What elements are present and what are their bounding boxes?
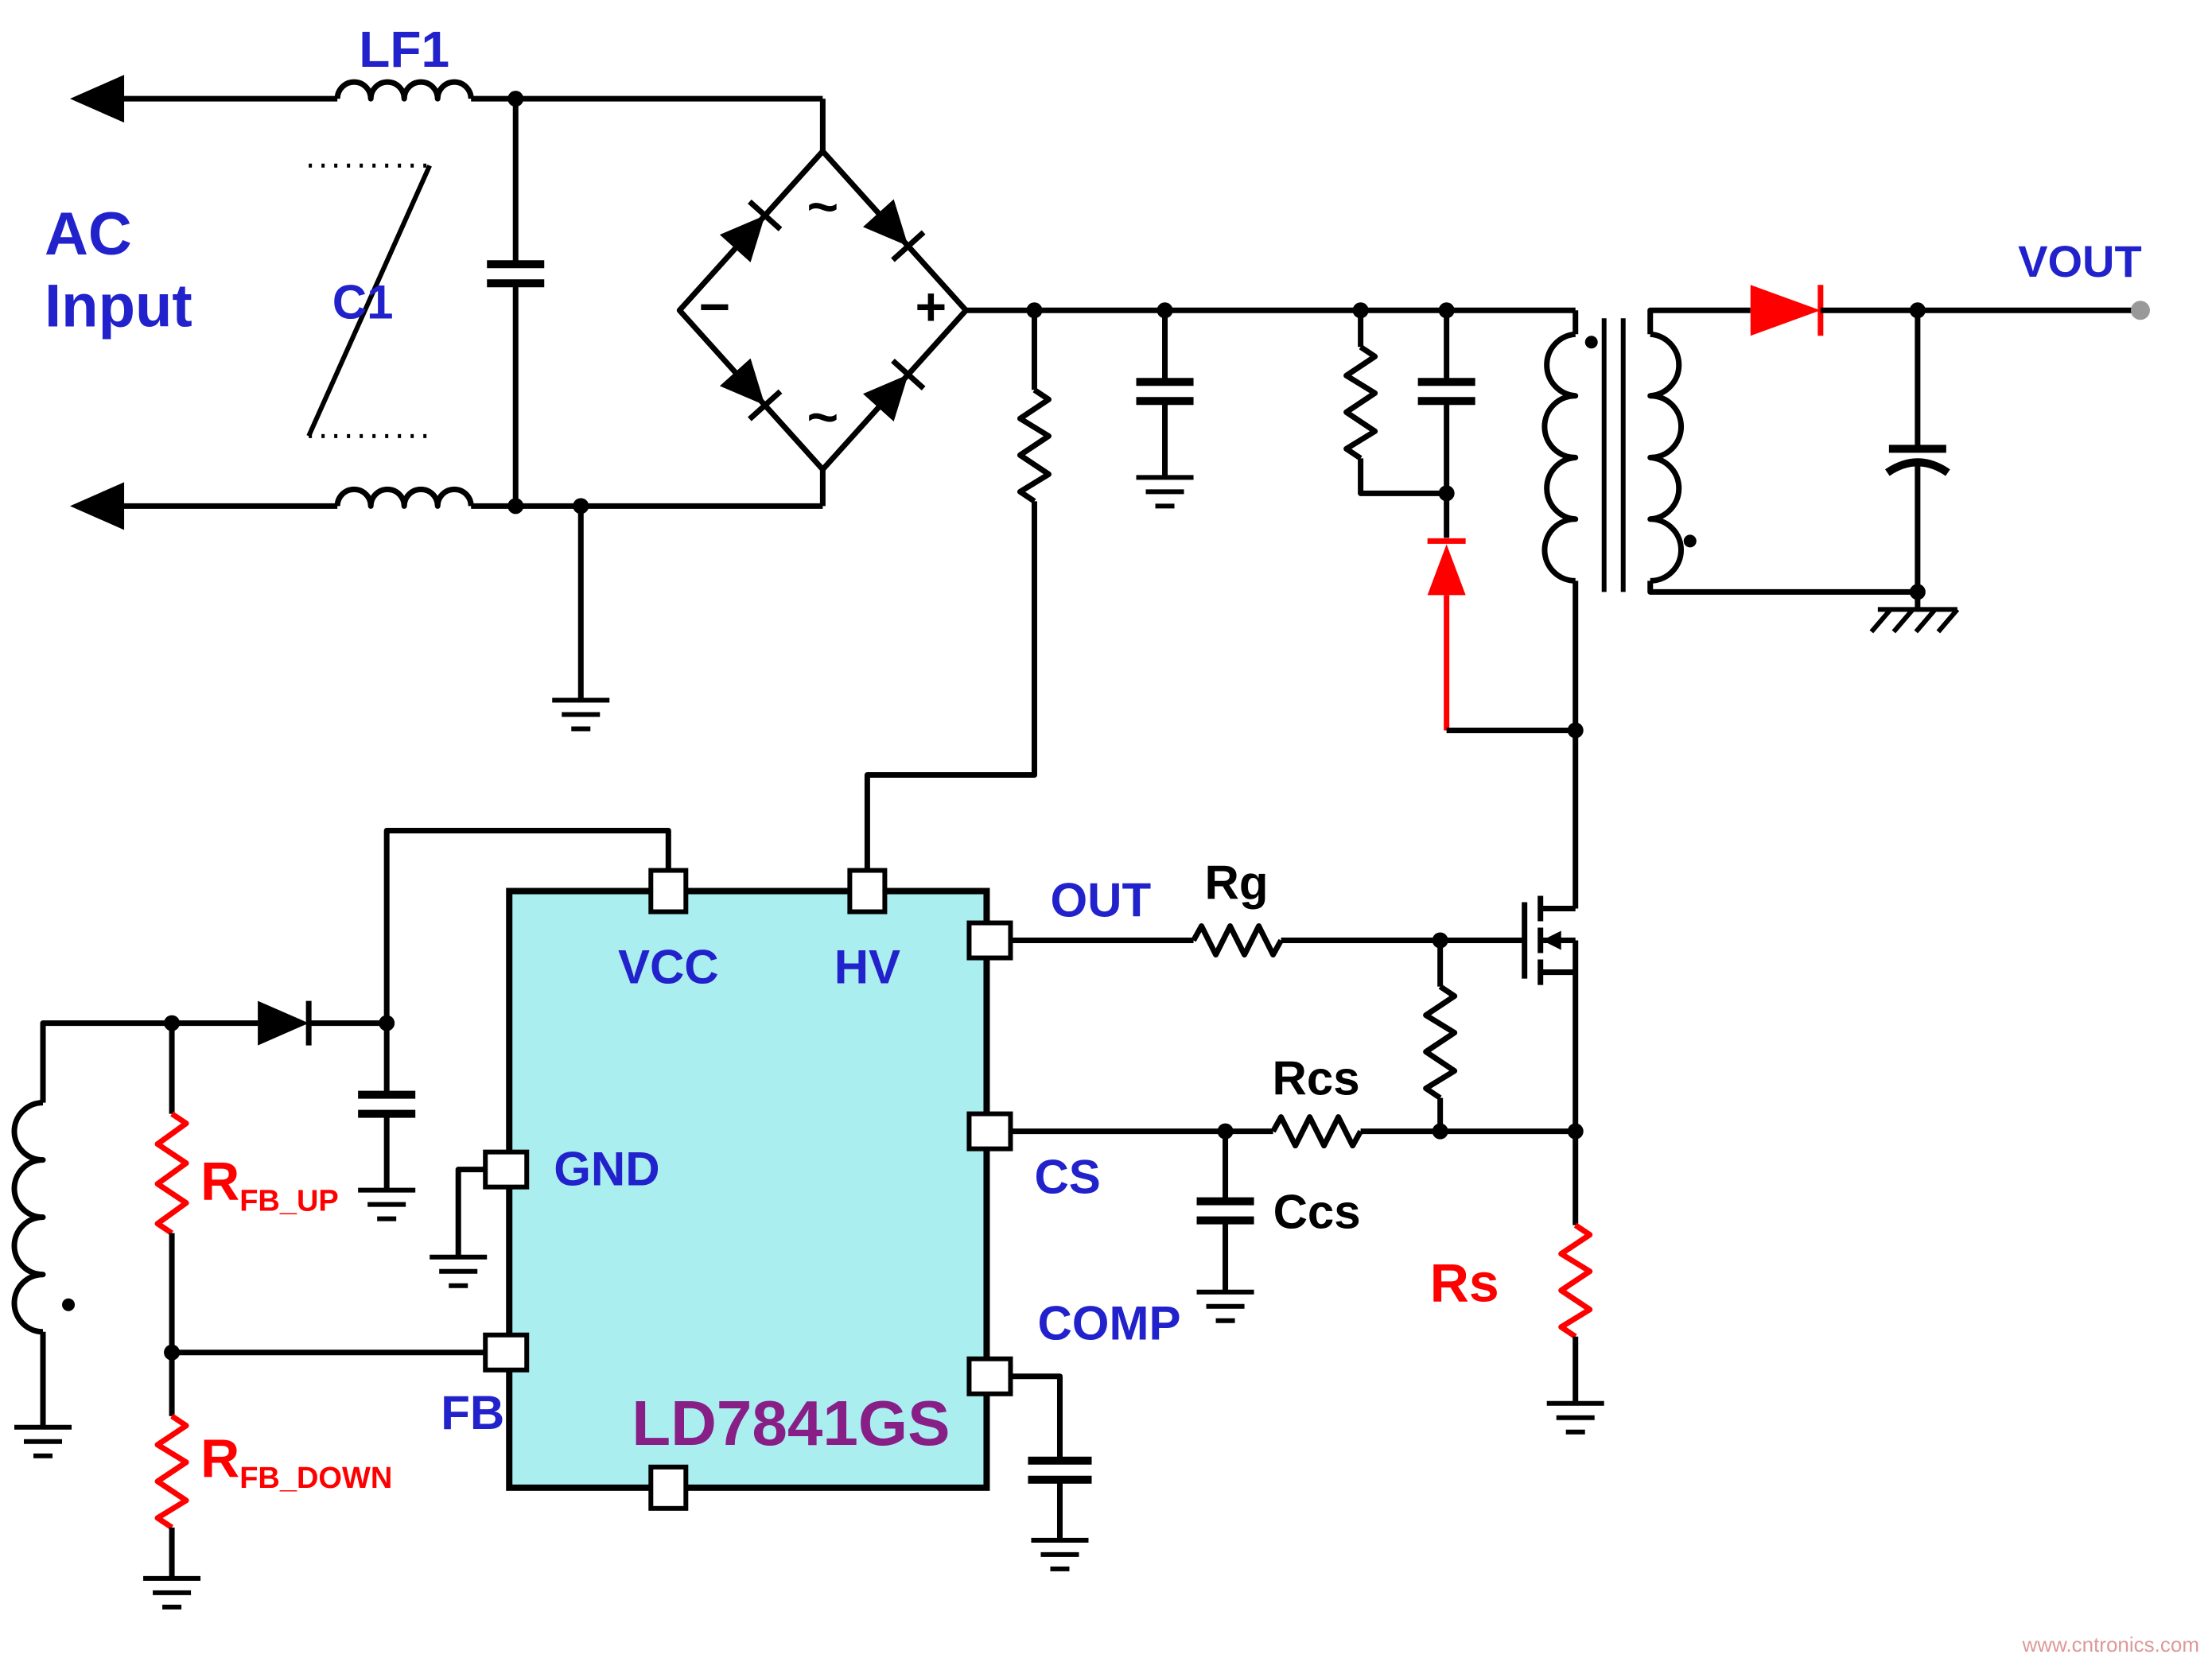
ground-symbol: [143, 1579, 200, 1607]
aux-polarity-dot: [62, 1298, 76, 1311]
primary-polarity-dot: [1584, 336, 1598, 349]
primary-ground-branch: [552, 498, 609, 728]
label-rfb-down: RFB_DOWN: [200, 1428, 392, 1495]
ground-symbol: [1137, 477, 1194, 506]
pin-comp: [966, 1356, 1013, 1396]
comp-capacitor: [1010, 1373, 1092, 1569]
mosfet-body-arrow-icon: [1541, 930, 1561, 950]
sense-resistor-rs: [1547, 1222, 1604, 1432]
label-rs: Rs: [1430, 1253, 1499, 1314]
ic-ground-branch: [430, 1167, 487, 1286]
pin-label-cs: CS: [1034, 1151, 1100, 1204]
bridge-ac-top-mark: ~: [807, 177, 839, 237]
label-ac: AC: [45, 200, 132, 268]
transformer-secondary-winding: [1647, 331, 1685, 584]
sense-filter-capacitor-ccs: [1196, 1197, 1254, 1225]
ground-symbol: [1031, 1540, 1088, 1569]
rcd-snubber-clamp: [1343, 310, 1584, 739]
output-rectifier-diode-red: [1750, 285, 1824, 336]
hv-startup-branch: [864, 310, 1052, 871]
label-rg: Rg: [1205, 856, 1269, 910]
transformer-primary-winding: [1541, 331, 1579, 584]
secondary-polarity-dot: [1683, 534, 1697, 548]
ac-arrow-top-icon: [70, 75, 125, 123]
pin-label-vcc: VCC: [618, 941, 719, 994]
bridge-minus-mark: −: [698, 277, 730, 337]
pin-label-hv: HV: [834, 941, 900, 994]
ground-symbol: [358, 1190, 415, 1219]
pin-label-out: OUT: [1050, 874, 1151, 927]
label-input: Input: [45, 272, 192, 340]
pin-cs: [966, 1111, 1013, 1151]
sense-filter-resistor-rcs: [1270, 1114, 1363, 1149]
pin-out: [966, 920, 1013, 961]
bus-filter-capacitor: [1137, 310, 1194, 506]
aux-vcc-supply: [11, 1000, 415, 1456]
ic-part-number: LD7841GS: [632, 1388, 950, 1458]
power-mosfet: [1522, 581, 1579, 1225]
ic-body: [506, 887, 990, 1491]
pin-nc-bottom: [648, 1464, 689, 1511]
pin-label-gnd: GND: [554, 1143, 659, 1196]
pin-gnd: [483, 1149, 530, 1190]
output-rail: [1820, 301, 2150, 320]
aux-winding: [11, 1100, 46, 1335]
bridge-ac-bottom-mark: ~: [807, 386, 839, 447]
label-lf1: LF1: [359, 21, 449, 78]
current-sense-network: [1010, 1114, 1584, 1321]
x-capacitor-c1: [487, 91, 545, 515]
vcc-rectifier-diode: [258, 1000, 312, 1046]
pin-label-comp: COMP: [1037, 1297, 1180, 1350]
vcc-feed-wire: [383, 827, 671, 1023]
label-rfb-up: RFB_UP: [200, 1151, 339, 1218]
line-filter-choke-lf1: [306, 79, 474, 509]
vout-terminal: [2130, 301, 2150, 320]
ground-symbol: [430, 1257, 487, 1286]
label-ccs: Ccs: [1273, 1186, 1361, 1239]
pin-fb: [483, 1332, 530, 1373]
gate-drive-network: [1010, 923, 1525, 1132]
ac-input-section: [70, 75, 826, 530]
ground-symbol: [552, 700, 609, 728]
transformer-core: [1601, 318, 1626, 592]
snubber-clamp-diode-red: [1427, 538, 1466, 731]
choke-core-diagonal: [306, 164, 432, 437]
resistor-rfb-up: [154, 1111, 189, 1236]
ground-symbol: [1547, 1404, 1604, 1432]
resistor-rfb-down: [154, 1413, 189, 1530]
pin-hv: [847, 868, 888, 915]
snubber-capacitor: [1417, 378, 1475, 406]
main-transformer: [1541, 307, 1918, 595]
vcc-capacitor: [358, 1023, 415, 1219]
ic-ld7841gs: VCC HV OUT CS COMP GND FB LD7841GS: [441, 868, 1181, 1511]
feedback-divider: [143, 1023, 486, 1607]
pin-label-fb: FB: [441, 1386, 504, 1439]
ac-arrow-bottom-icon: [70, 482, 125, 530]
watermark: www.cntronics.com: [2021, 1633, 2199, 1656]
ground-symbol: [14, 1427, 72, 1456]
pin-vcc: [648, 868, 689, 915]
output-earth-ground: [1869, 592, 1960, 634]
hv-startup-resistor: [1017, 387, 1052, 504]
output-capacitor: [1885, 310, 1950, 600]
label-rcs: Rcs: [1273, 1052, 1360, 1105]
label-c1: C1: [332, 275, 394, 328]
bridge-plus-mark: +: [916, 277, 947, 337]
gate-resistor-rg: [1191, 923, 1284, 958]
snubber-resistor: [1343, 344, 1378, 461]
dc-bus-rail: [966, 302, 1579, 335]
label-vout: VOUT: [2018, 236, 2142, 286]
bridge-rectifier: ~ ~ + −: [676, 148, 969, 472]
ground-symbol: [1197, 1292, 1254, 1321]
gate-pulldown-resistor: [1423, 984, 1458, 1101]
